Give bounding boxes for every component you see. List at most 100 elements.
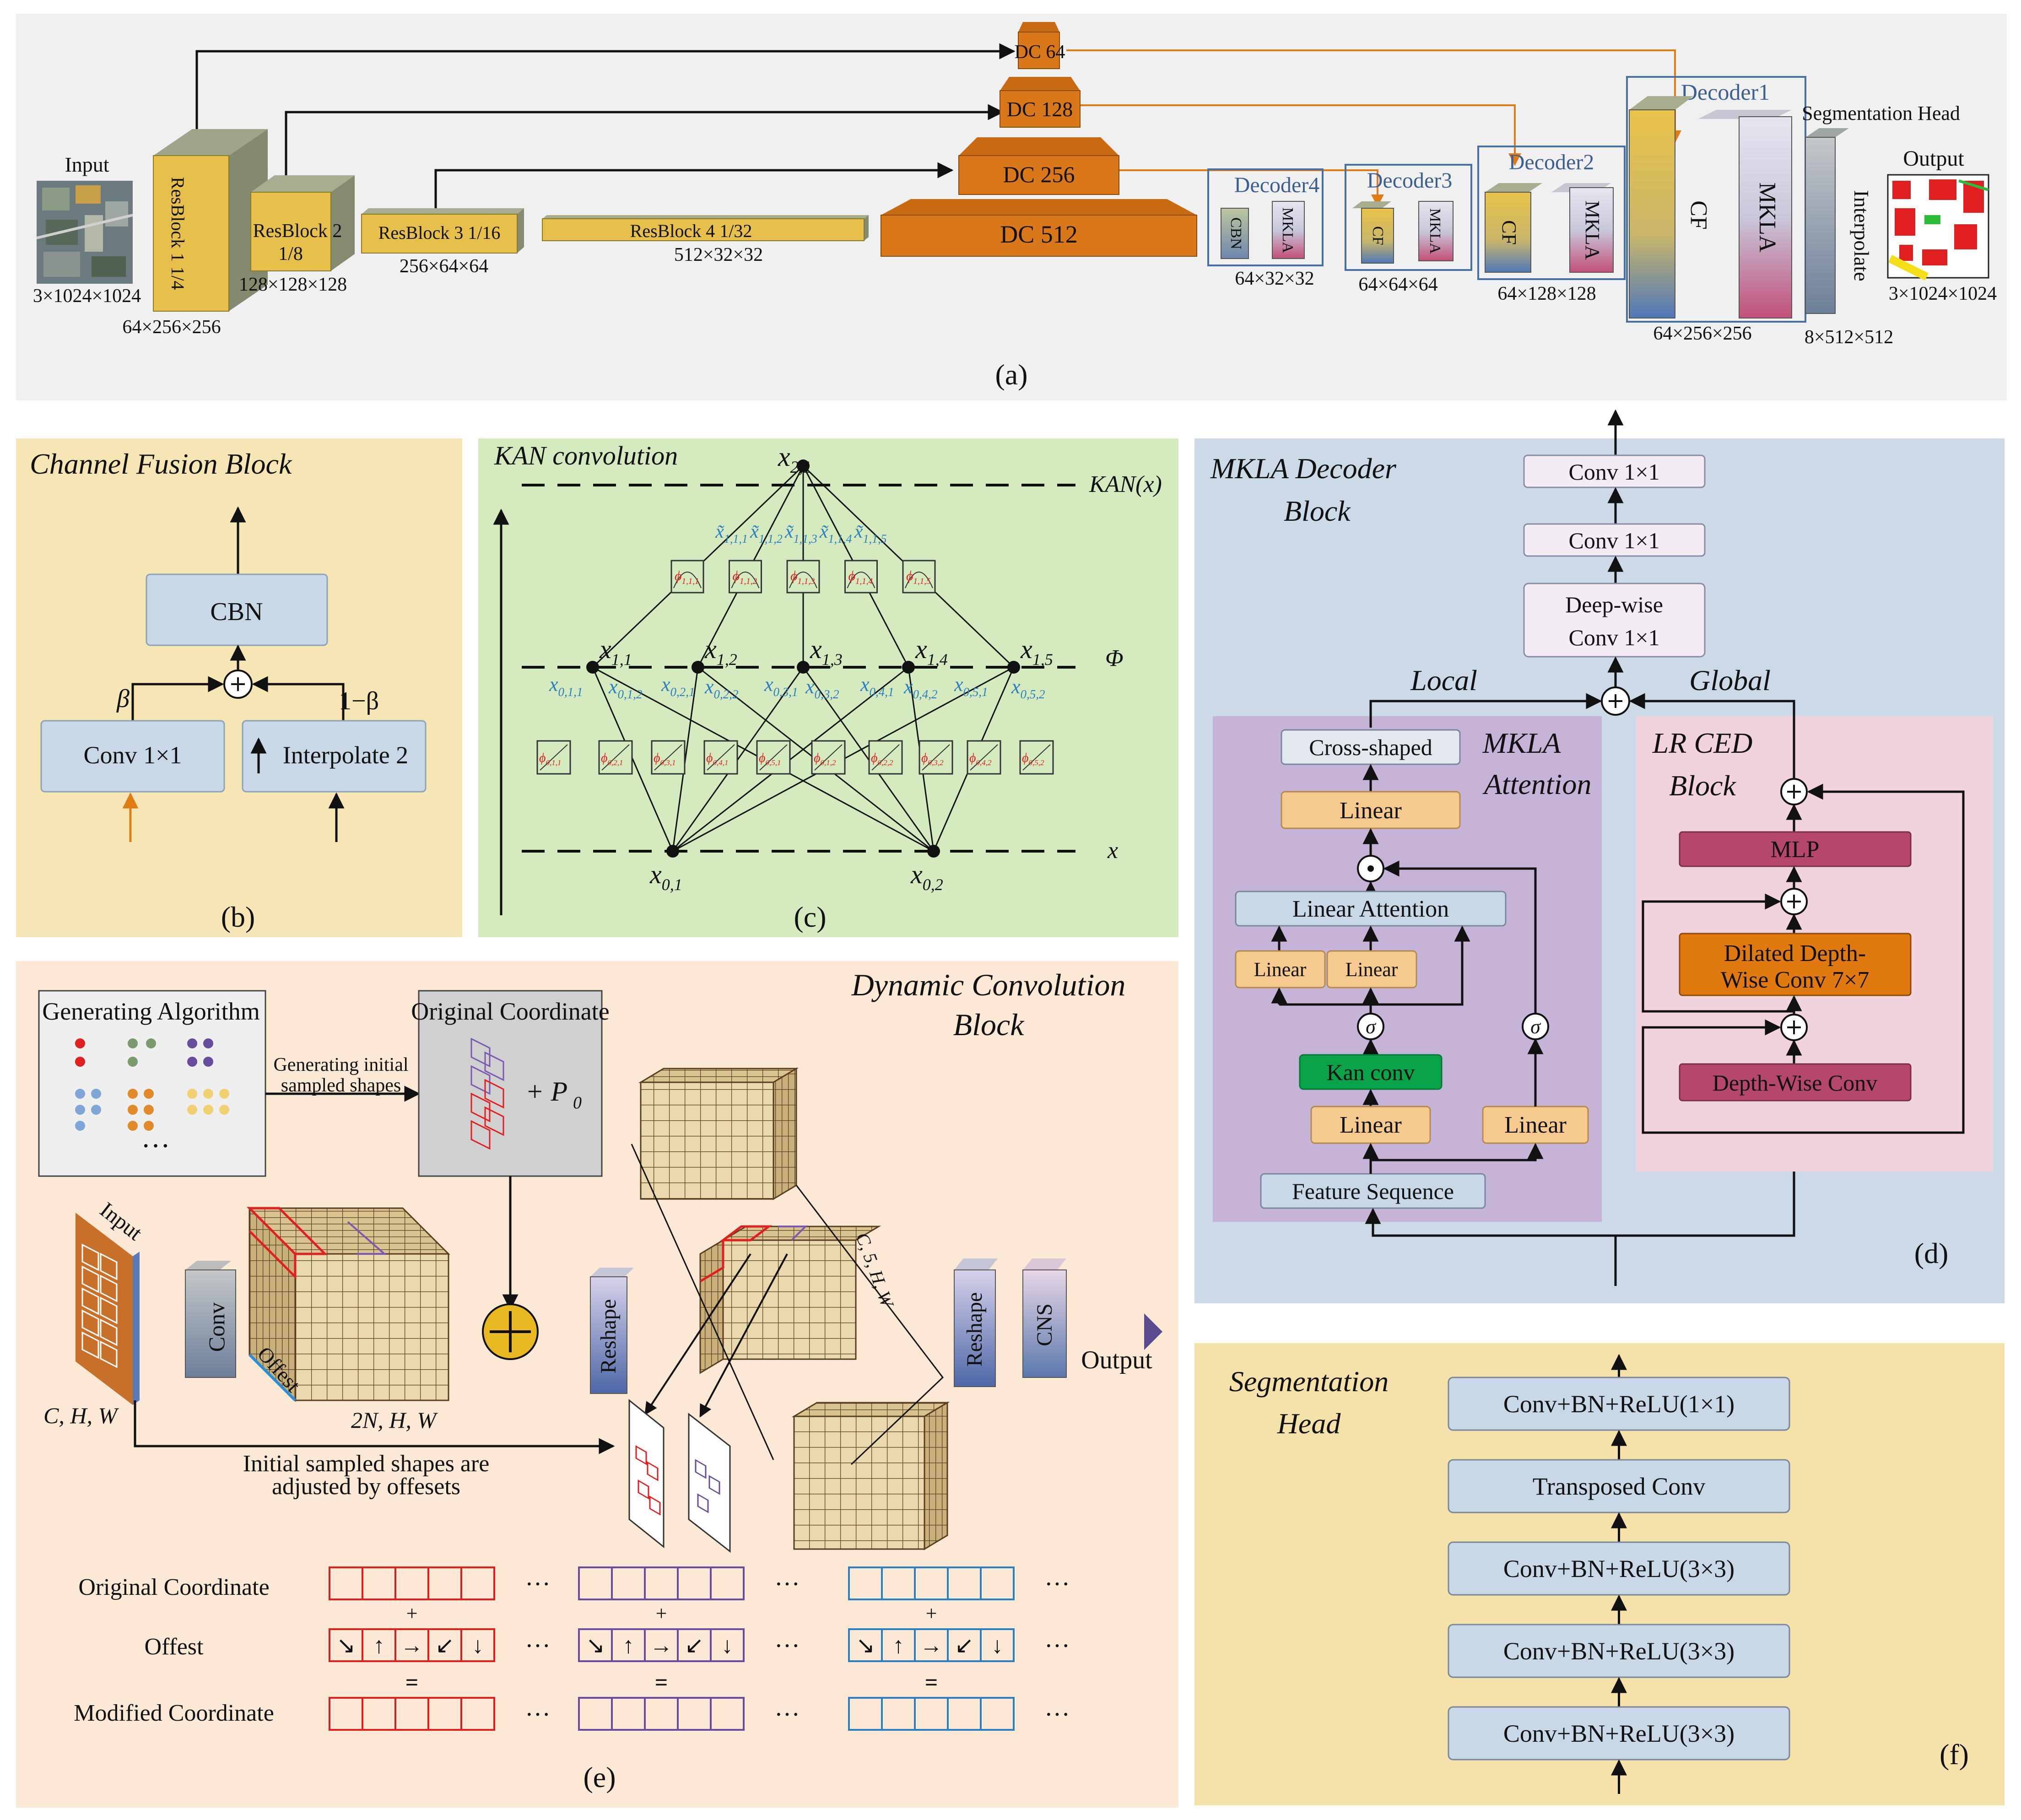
seg-head-label: Segmentation Head — [1802, 102, 1960, 124]
output-text-e: Output — [1081, 1346, 1152, 1374]
decoder-1: Decoder1 CF MKLA — [1626, 76, 1806, 323]
panel-f-label: (f) — [1940, 1738, 1969, 1771]
row-ellipsis: ··· — [1044, 1570, 1070, 1599]
mkla-block-2 — [1569, 187, 1614, 273]
resblock-4-dims: 512×32×32 — [674, 244, 763, 265]
depthwise-box — [1679, 1063, 1912, 1102]
panel-c-title: KAN convolution — [494, 441, 678, 470]
local-to-sum-arrow — [1369, 693, 1602, 728]
purple-sample-card — [688, 1412, 731, 1553]
seg-head-box-label: Conv+BN+ReLU(3×3) — [1503, 1720, 1735, 1747]
input-grid-cell — [81, 1331, 99, 1359]
sample-dot — [187, 1089, 197, 1099]
plus-symbol: + — [926, 1602, 937, 1625]
coord-cell — [460, 1566, 495, 1600]
sample-dot — [203, 1089, 213, 1099]
sum-plus-lr-bot — [1787, 1021, 1801, 1034]
kan-phi-label-upper: ϕ1,1,5 — [906, 568, 931, 586]
sigma-circle-right — [1522, 1013, 1549, 1040]
output-image — [1887, 174, 1989, 281]
cross-shaped-text: Cross-shaped — [1309, 734, 1432, 760]
kan-edge-label-lower: x0,1,1 — [549, 673, 583, 699]
row-offest-label: Offest — [144, 1634, 204, 1660]
input-grid-cell — [100, 1318, 118, 1346]
row-ellipsis: ··· — [774, 1701, 800, 1729]
skip-arrow-2 — [285, 104, 1004, 183]
lr-ced-title-1: LR CED — [1652, 727, 1753, 759]
panel-f-title-1: Segmentation — [1229, 1365, 1389, 1398]
kan-phi-box-upper — [670, 560, 704, 594]
cns-text: CNS — [1032, 1303, 1057, 1346]
sigma-right-text: σ — [1530, 1015, 1541, 1038]
sample-dot — [91, 1105, 101, 1115]
gen-alg-box — [38, 990, 266, 1177]
orig-coord-shape — [470, 1037, 504, 1150]
one-minus-beta-label: 1−β — [339, 687, 379, 715]
equals-symbol: = — [925, 1669, 938, 1695]
phi-layer-label: Φ — [1105, 645, 1124, 671]
mult-dot-icon — [1367, 865, 1374, 872]
panel-c: KAN convolution KAN(x) Φ x ϕ1,1,1x̃1,1,1… — [478, 438, 1178, 937]
panel-b-label: (b) — [221, 901, 255, 933]
cube-link-1 — [631, 1144, 774, 1460]
panel-e-label: (e) — [583, 1761, 616, 1793]
kan-node-bottom — [666, 845, 679, 858]
kan-spline-curve — [970, 744, 998, 771]
resblock-4-label: ResBlock 4 1/32 — [630, 221, 752, 241]
gen-alg-ellipsis: ··· — [141, 1129, 170, 1162]
kan-spline-curve — [540, 744, 568, 771]
sample-dot — [91, 1089, 101, 1099]
purple-card-cell — [695, 1459, 707, 1479]
kan-network: ϕ1,1,1x̃1,1,1ϕ1,1,2x̃1,1,2ϕ1,1,3x̃1,1,3ϕ… — [536, 442, 1054, 894]
mkla-block-1 — [1739, 116, 1792, 319]
linear-left-text: Linear — [1340, 1112, 1402, 1138]
input-grid-cell — [100, 1296, 118, 1324]
purple-card-cell — [697, 1493, 709, 1513]
coord-cell — [484, 1079, 504, 1109]
resblock-1-dims: 64×256×256 — [122, 317, 221, 338]
sample-dot — [128, 1038, 138, 1048]
plus-symbol: + — [406, 1602, 418, 1625]
kan-spline-curve — [654, 744, 682, 771]
conv-text-e: Conv — [204, 1302, 229, 1352]
decoder-3-dims: 64×64×64 — [1358, 274, 1437, 295]
kan-edge-label-lower: x0,5,2 — [1011, 675, 1045, 701]
sample-dot — [75, 1121, 85, 1131]
kan-phi-label-lower: ϕ0,1,2 — [814, 751, 836, 767]
kan-edge-label-upper: x̃1,1,2 — [750, 521, 783, 545]
panel-d: MKLA Decoder Block Conv 1×1 Conv 1×1 Dee… — [1194, 409, 2005, 1303]
seg-head-block: Interpolate — [1805, 128, 1873, 314]
main-flow-arrow-head — [1144, 1313, 1162, 1350]
plus-symbol: + — [656, 1602, 667, 1625]
global-label: Global — [1689, 664, 1771, 697]
input-grid-cell — [81, 1309, 99, 1337]
resblock-2-label: ResBlock 2 — [253, 221, 342, 242]
decoder-4-label: Decoder4 — [1234, 173, 1320, 197]
resblock-1-label: ResBlock 1 1/4 — [168, 177, 188, 290]
panel-e-title-2: Block — [953, 1007, 1025, 1042]
kan-edge-label-lower: x0,4,1 — [860, 673, 894, 699]
equals-symbol: = — [655, 1669, 668, 1695]
skip-arrow-1 — [195, 43, 1016, 137]
red-card-cell — [647, 1461, 659, 1481]
orig-coord-box — [418, 990, 603, 1177]
kan-spline-curve — [601, 744, 630, 771]
kan-edge-label-upper: x̃1,1,4 — [819, 521, 852, 545]
cube-to-purple-shape-arrow — [699, 1253, 788, 1418]
kan-conv-text: Kan conv — [1327, 1059, 1415, 1085]
offset-arrow-icon: ↙ — [955, 1632, 974, 1658]
kan-spline-curve — [673, 572, 702, 589]
sum-plus-d — [1609, 694, 1622, 708]
kan-phi-box-upper — [902, 560, 936, 594]
panel-b-title: Channel Fusion Block — [30, 448, 292, 480]
mkla-att-title-2: Attention — [1482, 768, 1592, 800]
row-ellipsis: ··· — [525, 1701, 551, 1729]
panel-d-title-line2: Block — [1284, 495, 1351, 527]
kan-phi-label-upper: ϕ1,1,4 — [848, 568, 873, 586]
equals-symbol: = — [405, 1669, 419, 1695]
kan-phi-label-lower: ϕ0,2,2 — [871, 751, 893, 767]
kan-phi-box-upper — [786, 560, 820, 594]
dc-256-label: DC 256 — [1003, 162, 1075, 187]
kan-node-top — [797, 459, 810, 472]
kan-phi-box-lower — [1019, 740, 1054, 775]
